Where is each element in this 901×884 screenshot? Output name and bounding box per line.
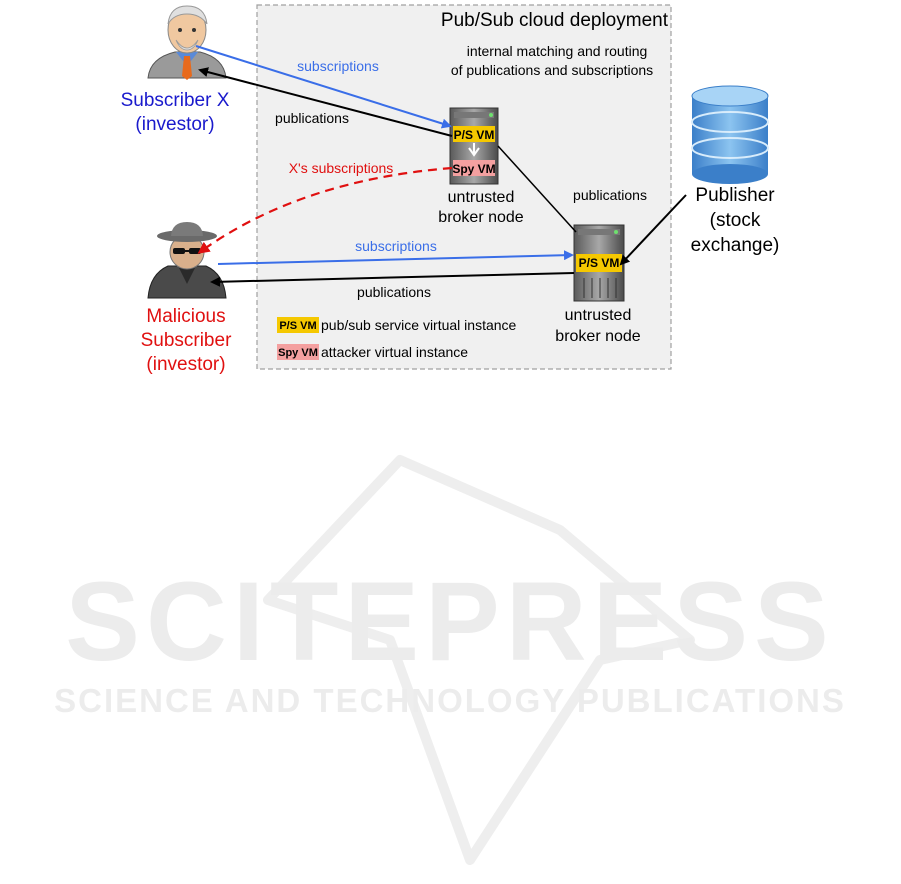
arrow-subscriptions-x — [195, 45, 452, 129]
legend-ps-text: pub/sub service virtual instance — [321, 317, 517, 333]
subscriber-x-avatar-icon — [147, 5, 227, 80]
label-publications-x: publications — [275, 110, 349, 126]
cloud-title: Pub/Sub cloud deployment — [441, 10, 669, 31]
publisher-line3: exchange) — [691, 235, 780, 256]
arrow-publications-mal — [210, 272, 575, 287]
subscriber-x-name: Subscriber X — [121, 90, 230, 111]
malicious-line3: (investor) — [146, 354, 225, 375]
legend-ps-badge: P/S VM — [279, 320, 316, 332]
broker1-line2: broker node — [438, 209, 523, 226]
broker1-spy-badge: Spy VM — [452, 162, 495, 176]
publisher-line2: (stock — [710, 210, 761, 231]
broker1-line1: untrusted — [448, 189, 515, 206]
broker2-line1: untrusted — [565, 307, 632, 324]
subscriber-x-role: (investor) — [135, 114, 214, 135]
cloud-deployment-box — [256, 4, 672, 370]
legend-spy-badge: Spy VM — [278, 347, 318, 359]
broker2-server-icon — [573, 224, 625, 302]
arrow-publisher-to-broker — [619, 194, 687, 266]
cloud-note-line2: of publications and subscriptions — [451, 62, 653, 78]
watermark-subtitle: SCIENCE AND TECHNOLOGY PUBLICATIONS — [54, 682, 846, 719]
broker1-ps-badge: P/S VM — [454, 128, 495, 142]
watermark-title: SCITEPRESS — [65, 559, 835, 684]
label-subscriptions-x: subscriptions — [297, 58, 379, 74]
legend-ps-swatch — [277, 317, 319, 333]
cloud-note-line1: internal matching and routing — [467, 43, 648, 59]
label-x-subscriptions-leak: X's subscriptions — [289, 160, 394, 176]
label-publications-mal: publications — [357, 284, 431, 300]
publisher-database-icon — [691, 85, 769, 184]
broker2-ps-badge: P/S VM — [579, 256, 620, 270]
label-subscriptions-mal: subscriptions — [355, 238, 437, 254]
broker2-line2: broker node — [555, 328, 640, 345]
malicious-line2: Subscriber — [141, 330, 232, 351]
arrow-x-subscriptions-leak — [197, 166, 453, 254]
watermark: SCITEPRESS SCIENCE AND TECHNOLOGY PUBLIC… — [54, 455, 846, 865]
publisher-line1: Publisher — [695, 185, 775, 206]
watermark-book-icon — [263, 455, 695, 865]
arrow-subscriptions-mal — [217, 250, 574, 265]
label-publications-inter: publications — [573, 187, 647, 203]
spy-access-arrow — [468, 143, 480, 157]
arrow-publications-x — [198, 67, 453, 137]
malicious-subscriber-spy-icon — [147, 222, 227, 299]
arrow-broker-interlink — [497, 145, 577, 233]
malicious-line1: Malicious — [146, 306, 225, 327]
legend-spy-text: attacker virtual instance — [321, 344, 468, 360]
legend: P/S VM pub/sub service virtual instance … — [277, 317, 517, 360]
legend-spy-swatch — [277, 344, 319, 360]
